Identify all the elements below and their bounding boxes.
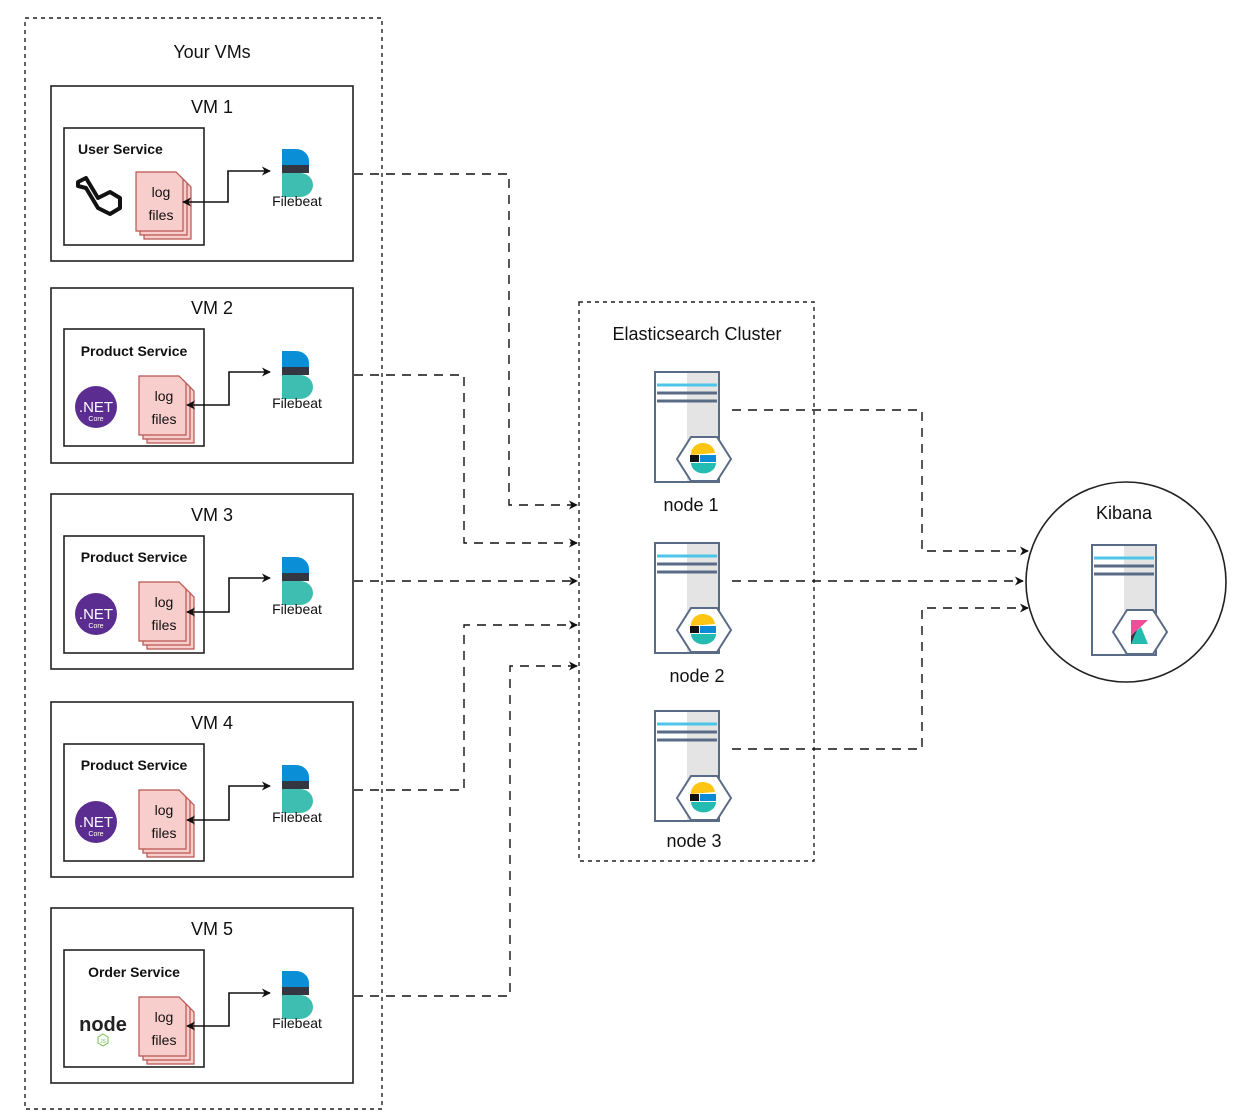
svg-text:JS: JS (100, 1039, 107, 1045)
vm-box[interactable]: VM 5 Order Service node JS log files Fil… (50, 907, 354, 1084)
log-files-label-2: files (152, 1032, 177, 1048)
filebeat-to-cluster-arrow (354, 620, 578, 791)
log-to-filebeat-arrow (186, 781, 271, 825)
log-files-label-2: files (152, 825, 177, 841)
node-label: node 1 (663, 495, 718, 515)
node-label: node 3 (666, 831, 721, 851)
log-to-filebeat-arrow (182, 166, 271, 207)
elasticsearch-icon (690, 442, 716, 474)
service-title: Product Service (81, 549, 188, 565)
node-to-kibana-arrow (732, 409, 1029, 556)
svg-text:Core: Core (88, 831, 103, 838)
service-title: Product Service (81, 343, 188, 359)
filebeat-to-cluster-arrow (354, 374, 578, 548)
filebeat-label: Filebeat (272, 809, 322, 825)
log-to-filebeat-arrow (186, 988, 271, 1031)
log-to-filebeat-arrow (186, 367, 271, 410)
elasticsearch-icon (690, 781, 716, 813)
filebeat-label: Filebeat (272, 1015, 322, 1031)
log-files-label-1: log (155, 1009, 174, 1025)
log-files-label-2: files (152, 411, 177, 427)
log-files-icon (138, 375, 195, 444)
es-node[interactable]: node 1 (653, 370, 732, 515)
log-files-icon (135, 171, 192, 240)
svg-text:node: node (79, 1014, 127, 1036)
log-files-icon (138, 581, 195, 650)
log-files-label-1: log (152, 184, 171, 200)
filebeat-to-cluster-arrow (354, 661, 578, 997)
service-title: User Service (78, 141, 163, 157)
svg-text:.NET: .NET (79, 399, 113, 416)
filebeat-label: Filebeat (272, 193, 322, 209)
log-files-label-1: log (155, 802, 174, 818)
node-to-kibana-arrow (732, 603, 1029, 750)
vm-box[interactable]: VM 4 Product Service .NET Core log files… (50, 701, 354, 878)
filebeat-label: Filebeat (272, 395, 322, 411)
log-files-label-2: files (149, 207, 174, 223)
vm-title: VM 5 (191, 919, 233, 939)
kibana-icon (1131, 620, 1148, 644)
svg-text:.NET: .NET (79, 606, 113, 623)
log-files-icon (138, 789, 195, 858)
filebeat-label: Filebeat (272, 601, 322, 617)
log-to-filebeat-arrow (186, 573, 271, 617)
dotnet-core-icon: .NET Core (75, 801, 117, 843)
es-node[interactable]: node 2 (653, 541, 732, 686)
svg-text:.NET: .NET (79, 814, 113, 831)
vm-title: VM 4 (191, 713, 233, 733)
node-label: node 2 (669, 666, 724, 686)
vms-group-title: Your VMs (173, 42, 250, 62)
vm-box[interactable]: VM 2 Product Service .NET Core log files… (50, 287, 354, 464)
dotnet-core-icon: .NET Core (75, 386, 117, 428)
cluster-title: Elasticsearch Cluster (612, 324, 781, 344)
filebeat-to-cluster-arrow (354, 173, 578, 510)
laravel-icon (76, 176, 122, 216)
elasticsearch-icon (690, 613, 716, 645)
log-files-label-1: log (155, 594, 174, 610)
vms-group-frame (24, 17, 383, 1110)
dotnet-core-icon: .NET Core (75, 593, 117, 635)
svg-text:Core: Core (88, 623, 103, 630)
kibana-node[interactable]: Kibana (1025, 481, 1227, 683)
vm-box[interactable]: VM 3 Product Service .NET Core log files… (50, 493, 354, 670)
es-node[interactable]: node 3 (653, 709, 732, 851)
service-title: Product Service (81, 757, 188, 773)
vm-title: VM 1 (191, 97, 233, 117)
kibana-title: Kibana (1096, 503, 1153, 523)
vm-title: VM 3 (191, 505, 233, 525)
svg-text:Core: Core (88, 416, 103, 423)
vm-title: VM 2 (191, 298, 233, 318)
log-files-icon (138, 996, 195, 1065)
service-title: Order Service (88, 964, 180, 980)
log-files-label-2: files (152, 617, 177, 633)
nodejs-icon: node JS (79, 1014, 127, 1047)
log-files-label-1: log (155, 388, 174, 404)
vm-box[interactable]: VM 1 User Service log files Filebeat (50, 85, 354, 262)
